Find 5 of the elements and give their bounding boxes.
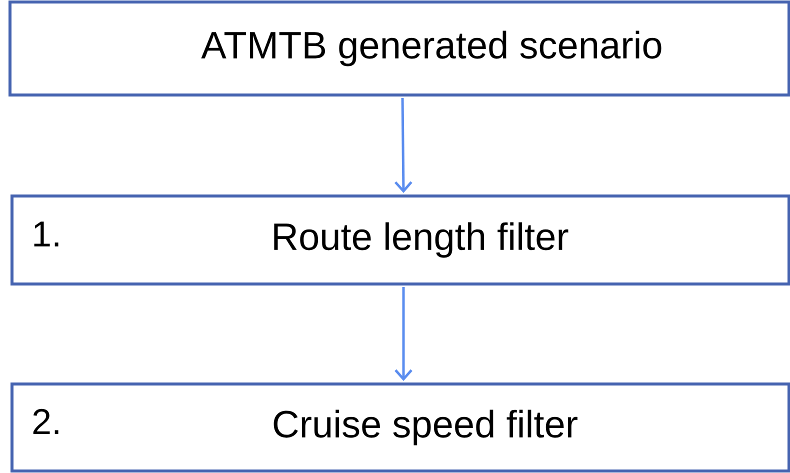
arrow	[394, 98, 412, 193]
process-box: 1. Route length filter	[10, 194, 790, 286]
process-box: 2. Cruise speed filter	[10, 382, 790, 472]
arrow	[394, 287, 412, 381]
process-box: ATMTB generated scenario	[8, 0, 790, 96]
